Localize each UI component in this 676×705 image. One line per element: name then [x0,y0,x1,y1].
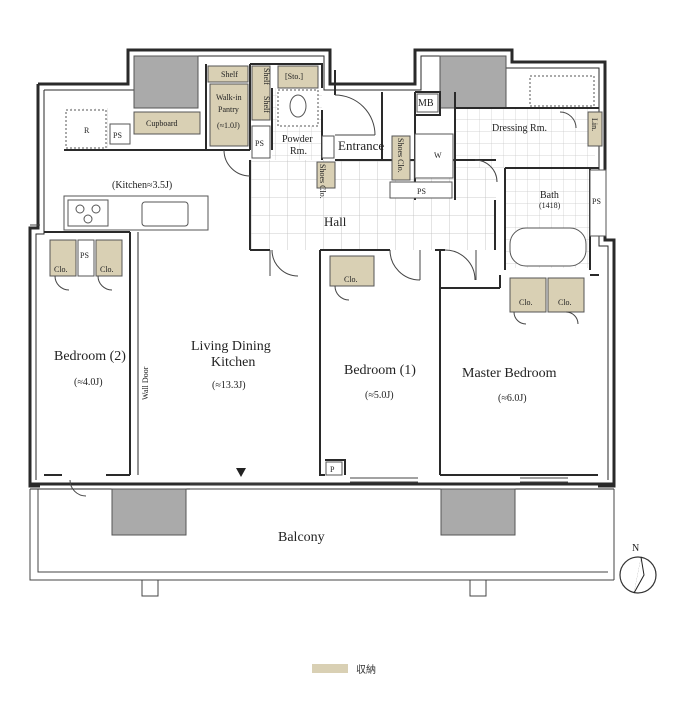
fixtures [63,75,607,476]
legend: 収納 [312,661,376,676]
mb-box [416,93,439,113]
label-balcony: Balcony [278,530,325,545]
legend-storage-swatch [312,664,348,673]
pantry-shelf-top [207,65,249,83]
powder-basin [321,135,335,159]
label-master-size: (≈6.0J) [498,393,527,404]
label-kitchen: (Kitchen≈3.5J) [112,180,172,191]
label-pantry: Pantry [218,105,239,114]
label-bath-size: (1418) [539,201,561,210]
column-bottom-left [111,488,187,536]
label-ps-kitchen: PS [113,131,122,140]
burner-3 [83,214,93,224]
bedroom2-clo-left [49,239,77,277]
sto-closet [277,65,319,89]
label-shelf-side-2: Shelf [262,96,271,113]
label-shelf-side-1: Shelf [262,68,271,85]
label-cupboard: Cupboard [146,119,178,128]
label-ps-bath: PS [592,197,601,206]
label-p: P [330,465,335,474]
pantry-shelf-side [251,65,271,121]
label-bedroom1-size: (≈5.0J) [365,390,394,401]
label-bedroom2-size: (≈4.0J) [74,377,103,388]
lin-closet [587,111,603,147]
label-shoes-clo-lower: Shoes Clo. [318,164,327,199]
pantry-floor-storage [209,83,249,147]
label-shoes-clo-upper: Shoes Clo. [396,138,405,173]
hall-floor [250,160,496,250]
master-clo-left [509,277,547,313]
bedroom1-clo [329,255,375,287]
label-ldk-1: Living Dining [191,339,271,354]
label-dressing: Dressing Rm. [492,123,547,134]
balcony [29,489,615,597]
label-ps-bed2: PS [80,251,89,260]
label-w: W [434,151,442,160]
kitchen-sink [141,201,189,227]
label-ps-pantry: PS [255,139,264,148]
label-ldk-2: Kitchen [211,355,255,370]
label-master: Master Bedroom [462,366,557,381]
master-clo-right [547,277,585,313]
label-r: R [84,126,90,135]
label-sto: [Sto.] [285,72,303,81]
column-top-left [133,55,199,109]
label-clo-bed2-right: Clo. [100,265,114,274]
label-walk-in: Walk-in [216,93,242,102]
entry-marker [236,468,246,477]
label-clo-bed2-left: Clo. [54,265,68,274]
toilet [289,94,307,118]
label-clo-bed1: Clo. [344,275,358,284]
label-wall-door: Wall Door [141,366,150,400]
ps-box-pantry [251,125,271,159]
dressing-basin [529,75,595,107]
compass-n-label: N [632,543,639,554]
label-rm: Rm. [290,146,307,157]
ps-box-bath [589,169,607,237]
burner-2 [91,204,101,214]
door-swings [54,94,579,497]
columns [111,55,516,536]
legend-storage-label: 収納 [356,665,376,676]
label-shelf-top: Shelf [221,70,238,79]
ps-box-bedroom2 [77,239,95,277]
bedroom2-clo-right [95,239,123,277]
windows [30,224,568,490]
burner-1 [75,204,85,214]
p-box [325,461,343,476]
room-labels: R PS Cupboard Shelf Shelf Shelf Walk-in … [54,68,601,545]
label-lin: Lin. [590,118,599,131]
balcony-post-right [469,579,487,597]
shoes-closet-lower [316,161,336,189]
refrigerator-box [65,109,107,149]
column-bottom-right [440,488,516,536]
bathtub [509,227,587,267]
shoes-closet-upper [391,135,411,181]
label-ldk-size: (≈13.3J) [212,380,246,391]
label-mb: MB [418,98,434,109]
label-clo-master-right: Clo. [558,298,572,307]
label-ps-entrance: PS [417,187,426,196]
cupboard [133,111,201,135]
label-pantry-size: (≈1.0J) [217,121,240,130]
compass-north-icon: N [619,543,657,594]
label-bedroom1: Bedroom (1) [344,363,416,378]
label-entrance: Entrance [338,138,384,153]
label-clo-master-left: Clo. [519,298,533,307]
label-hall: Hall [324,214,347,229]
washer-box [414,133,454,179]
label-bedroom2: Bedroom (2) [54,349,126,364]
label-bath: Bath [540,190,559,201]
ps-box-entrance [389,181,453,199]
balcony-post-left [141,579,159,597]
dressing-floor [455,108,595,168]
label-powder: Powder [282,134,313,145]
column-top-right [439,55,507,109]
ps-box-kitchen [109,123,131,145]
